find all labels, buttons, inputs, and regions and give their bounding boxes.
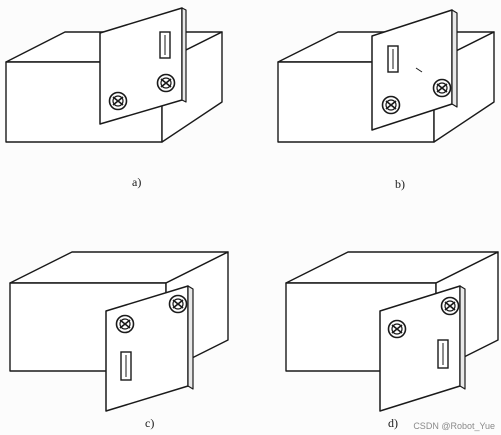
plate-b-edge <box>451 9 458 108</box>
plate-c-edge <box>187 285 194 390</box>
screw-icon <box>168 294 188 314</box>
panel-label-d: d) <box>388 416 398 430</box>
watermark: CSDN @Robot_Yue <box>413 421 495 431</box>
plate-b-mark <box>415 67 423 73</box>
panel-a-drawing <box>5 7 223 143</box>
panel-label-c: c) <box>145 416 155 430</box>
plate-a-edge <box>181 7 187 103</box>
screw-icon <box>115 314 135 334</box>
screw-icon <box>381 95 401 115</box>
screw-icon <box>156 73 176 93</box>
panel-label-a: a) <box>132 175 142 189</box>
plate-d-edge <box>459 285 466 390</box>
panel-label-b: b) <box>395 177 405 191</box>
panel-c-drawing <box>9 251 229 412</box>
panel-d-drawing <box>285 251 499 412</box>
screw-icon <box>108 91 128 111</box>
screw-icon <box>440 296 460 316</box>
screw-icon <box>432 78 452 98</box>
panel-b-drawing <box>277 9 495 143</box>
screw-icon <box>387 319 407 339</box>
